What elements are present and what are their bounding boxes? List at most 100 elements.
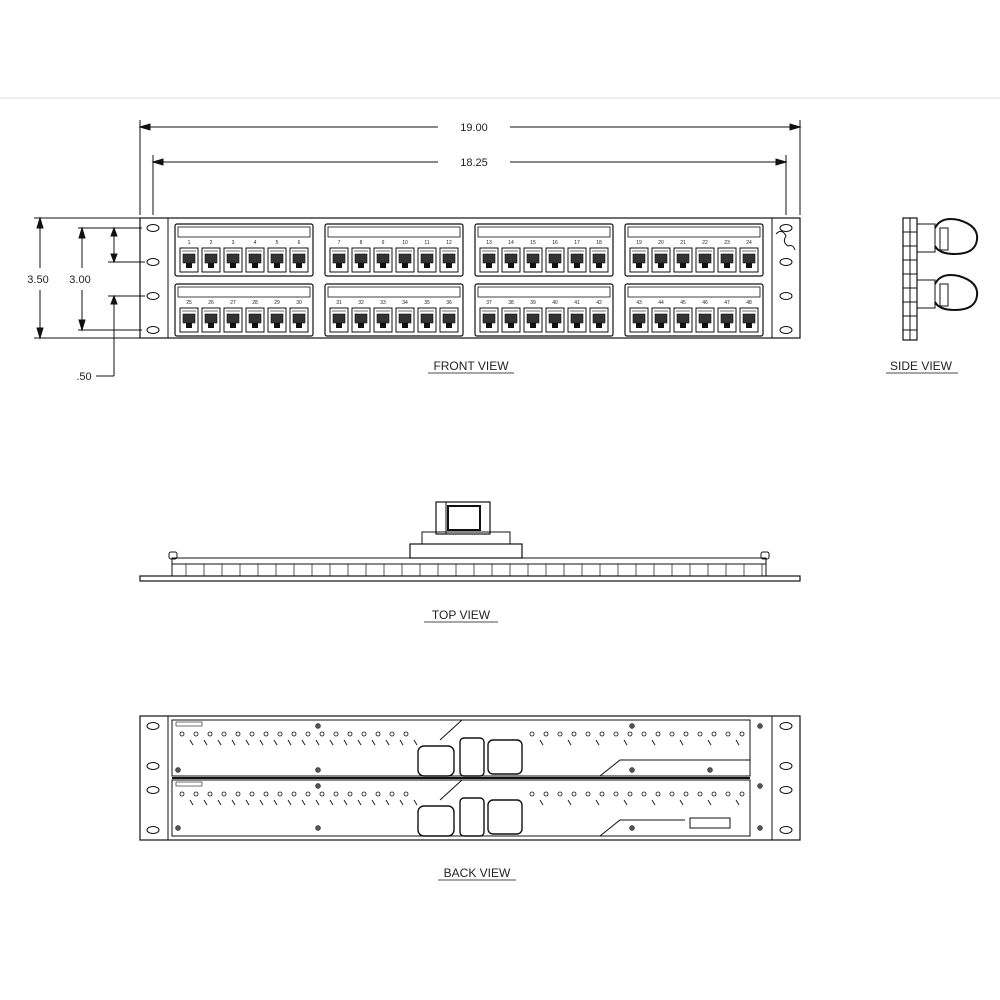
rj45-jack[interactable] <box>179 307 199 333</box>
port-number: 19 <box>636 240 642 246</box>
rj45-jack[interactable] <box>373 247 393 273</box>
rj45-jack[interactable] <box>589 307 609 333</box>
contact-pad <box>263 791 269 797</box>
port-number: 31 <box>336 300 342 306</box>
rj45-jack[interactable] <box>245 247 265 273</box>
port-number: 45 <box>680 300 686 306</box>
rj45-jack[interactable] <box>329 307 349 333</box>
contact-pad <box>375 791 381 797</box>
side-view <box>902 217 979 341</box>
rj45-jack[interactable] <box>567 307 587 333</box>
port-number: 16 <box>552 240 558 246</box>
contact-pad <box>613 731 619 737</box>
rj45-jack[interactable] <box>717 307 737 333</box>
rj45-jack[interactable] <box>439 307 459 333</box>
rj45-jack[interactable] <box>329 247 349 273</box>
port-number: 34 <box>402 300 408 306</box>
rj45-jack[interactable] <box>739 247 759 273</box>
contact-pad <box>655 791 661 797</box>
screw-hole <box>629 825 635 831</box>
contact-pad <box>277 731 283 737</box>
contact-pad <box>403 731 409 737</box>
rj45-jack[interactable] <box>201 247 221 273</box>
contact-pad <box>669 731 675 737</box>
rj45-jack[interactable] <box>267 247 287 273</box>
rj45-jack[interactable] <box>545 247 565 273</box>
rj45-jack[interactable] <box>289 307 309 333</box>
contact-pad <box>529 791 535 797</box>
contact-pad <box>347 731 353 737</box>
contact-pad <box>179 731 185 737</box>
screw-hole <box>757 723 763 729</box>
rj45-jack[interactable] <box>717 247 737 273</box>
contact-pad <box>571 731 577 737</box>
rj45-jack[interactable] <box>523 247 543 273</box>
rj45-jack[interactable] <box>289 247 309 273</box>
port-number: 38 <box>508 300 514 306</box>
rj45-jack[interactable] <box>629 247 649 273</box>
port-number: 20 <box>658 240 664 246</box>
port-number: 32 <box>358 300 364 306</box>
back-view-caption: BACK VIEW <box>444 866 511 880</box>
rj45-jack[interactable] <box>245 307 265 333</box>
port-number: 2 <box>210 240 213 246</box>
screw-hole <box>315 825 321 831</box>
rj45-jack[interactable] <box>545 307 565 333</box>
contact-pad <box>221 791 227 797</box>
rj45-jack[interactable] <box>589 247 609 273</box>
rj45-jack[interactable] <box>351 307 371 333</box>
rj45-jack[interactable] <box>351 247 371 273</box>
rj45-jack[interactable] <box>501 307 521 333</box>
rj45-jack[interactable] <box>651 247 671 273</box>
port-number: 22 <box>702 240 708 246</box>
rj45-jack[interactable] <box>395 247 415 273</box>
rj45-jack[interactable] <box>695 247 715 273</box>
contact-pad <box>319 791 325 797</box>
rj45-jack[interactable] <box>223 307 243 333</box>
side-view-caption: SIDE VIEW <box>890 359 953 373</box>
contact-pad <box>193 731 199 737</box>
rj45-jack[interactable] <box>417 307 437 333</box>
rj45-jack[interactable] <box>523 307 543 333</box>
rj45-jack[interactable] <box>267 307 287 333</box>
rj45-jack[interactable] <box>201 307 221 333</box>
contact-pad <box>557 791 563 797</box>
rj45-jack[interactable] <box>373 307 393 333</box>
contact-pad <box>641 791 647 797</box>
rj45-jack[interactable] <box>695 307 715 333</box>
rj45-jack[interactable] <box>179 247 199 273</box>
rj45-jack[interactable] <box>417 247 437 273</box>
contact-pad <box>557 731 563 737</box>
port-number: 37 <box>486 300 492 306</box>
rj45-jack[interactable] <box>501 247 521 273</box>
port-number: 10 <box>402 240 408 246</box>
hole-offset-label: .50 <box>76 371 91 383</box>
rj45-jack[interactable] <box>395 307 415 333</box>
contact-pad <box>571 791 577 797</box>
contact-pad <box>249 731 255 737</box>
contact-pad <box>683 791 689 797</box>
rj45-jack[interactable] <box>439 247 459 273</box>
top-view-caption: TOP VIEW <box>432 608 491 622</box>
rj45-jack[interactable] <box>479 247 499 273</box>
rj45-jack[interactable] <box>673 307 693 333</box>
rj45-jack[interactable] <box>479 307 499 333</box>
contact-pad <box>389 791 395 797</box>
rj45-jack[interactable] <box>567 247 587 273</box>
rj45-jack[interactable] <box>739 307 759 333</box>
rj45-jack[interactable] <box>651 307 671 333</box>
rj45-jack[interactable] <box>673 247 693 273</box>
rj45-jack[interactable] <box>223 247 243 273</box>
rj45-jack[interactable] <box>629 307 649 333</box>
port-number: 42 <box>596 300 602 306</box>
port-number: 1 <box>188 240 191 246</box>
port-number: 13 <box>486 240 492 246</box>
screw-hole <box>757 783 763 789</box>
contact-pad <box>697 791 703 797</box>
